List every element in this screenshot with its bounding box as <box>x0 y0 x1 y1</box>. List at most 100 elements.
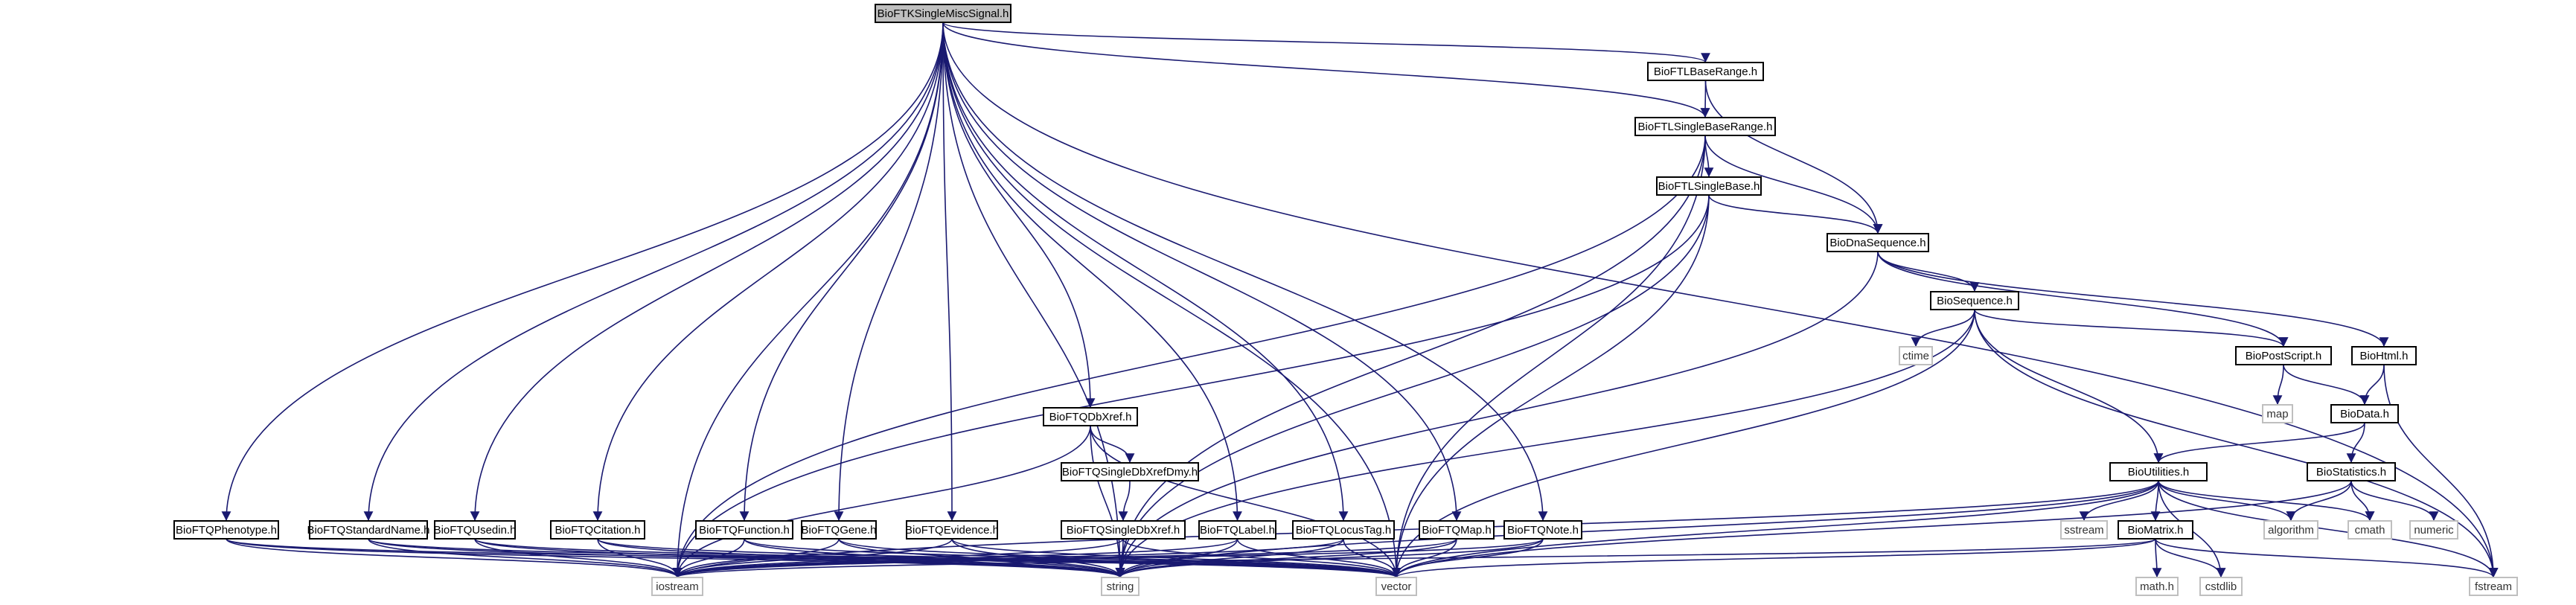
node-usedin[interactable]: BioFTQUsedin.h <box>434 520 517 540</box>
edge-dbxref-to-vector <box>1090 425 1402 578</box>
node-label: math.h <box>2140 580 2174 593</box>
edge-root-to-dbxref <box>942 22 1096 409</box>
node-label: BioMatrix.h <box>2127 524 2183 537</box>
node-citation[interactable]: BioFTQCitation.h <box>550 520 645 540</box>
edge-single_base_range-to-vector <box>1391 135 1706 578</box>
node-single-base-range[interactable]: BioFTLSingleBaseRange.h <box>1634 117 1776 136</box>
node-label: BioFTLBaseRange.h <box>1654 65 1757 78</box>
node-gene[interactable]: BioFTQGene.h <box>801 520 877 540</box>
node-label: algorithm <box>2268 524 2314 537</box>
node-statistics[interactable]: BioStatistics.h <box>2307 462 2396 481</box>
node-note[interactable]: BioFTQNote.h <box>1503 520 1582 540</box>
node-vector: vector <box>1375 577 1417 596</box>
node-label: BioFTQSingleDbXref.h <box>1067 524 1180 537</box>
node-numeric: numeric <box>2409 520 2458 540</box>
node-dbxref[interactable]: BioFTQDbXref.h <box>1043 407 1138 426</box>
edge-evidence-to-iostream <box>672 538 953 578</box>
edge-evidence-to-vector <box>951 538 1402 578</box>
node-box <box>875 4 1011 23</box>
edge-root-to-function <box>739 22 944 522</box>
edge-dna_sequence-to-string <box>1115 251 1879 578</box>
edge-root-to-single_base_range <box>942 22 1710 118</box>
edge-root-to-locustag <box>942 22 1349 522</box>
node-evidence[interactable]: BioFTQEvidence.h <box>905 520 999 540</box>
node-box <box>309 520 428 540</box>
node-data[interactable]: BioData.h <box>2330 404 2399 423</box>
edge-statistics-to-numeric <box>2350 480 2439 522</box>
edge-root-to-phenotype <box>221 22 944 522</box>
edge-matrix-to-vector <box>1392 538 2156 578</box>
edge-statistics-to-vector <box>1391 480 2352 578</box>
node-single-base[interactable]: BioFTLSingleBase.h <box>1656 176 1762 196</box>
node-matrix[interactable]: BioMatrix.h <box>2118 520 2193 540</box>
node-label: BioFTQMap.h <box>1422 524 1491 537</box>
node-box <box>1503 520 1582 540</box>
node-single-dbxref[interactable]: BioFTQSingleDbXref.h <box>1061 520 1186 540</box>
node-qmap[interactable]: BioFTQMap.h <box>1419 520 1495 540</box>
edge-single_base_range-to-dna_sequence <box>1704 135 1883 234</box>
node-box <box>1634 117 1776 136</box>
edge-phenotype-to-string <box>226 538 1125 578</box>
node-root[interactable]: BioFTKSingleMiscSignal.h <box>875 4 1011 23</box>
node-label: vector <box>1381 580 1412 593</box>
node-html[interactable]: BioHtml.h <box>2351 346 2417 365</box>
node-label: BioFTQSingleDbXrefDmy.h <box>1062 466 1198 478</box>
node-label: cmath <box>2355 524 2385 537</box>
node-algorithm: algorithm <box>2263 520 2318 540</box>
node-label: BioStatistics.h <box>2316 466 2386 478</box>
edge-utilities-to-cmath <box>2158 480 2375 522</box>
node-label: BioFTQLocusTag.h <box>1296 524 1391 537</box>
edge-data-to-utilities <box>2153 422 2365 464</box>
node-box <box>651 577 703 596</box>
edge-matrix-to-iostream <box>673 538 2156 578</box>
node-box <box>2351 346 2417 365</box>
node-label: BioFTQDbXref.h <box>1049 411 1132 423</box>
node-standard-name[interactable]: BioFTQStandardName.h <box>307 520 430 540</box>
edge-single_dbxref_dmy-to-single_dbxref <box>1118 480 1131 522</box>
node-box <box>1930 291 2019 310</box>
node-box <box>1043 407 1138 426</box>
edge-gene-to-string <box>838 538 1125 578</box>
node-label: BioDnaSequence.h <box>1829 237 1925 249</box>
node-box <box>2330 404 2399 423</box>
edge-matrix-to-cstdlib <box>2155 538 2226 578</box>
node-label: BioFTQPhenotype.h <box>176 524 277 537</box>
node-single-dbxref-dmy[interactable]: BioFTQSingleDbXrefDmy.h <box>1061 462 1199 481</box>
node-box <box>2135 577 2179 596</box>
node-iostream: iostream <box>651 577 703 596</box>
edge-locustag-to-iostream <box>672 538 1344 578</box>
node-box <box>2060 520 2108 540</box>
edge-dbxref-to-single_dbxref_dmy <box>1090 425 1135 464</box>
node-sequence[interactable]: BioSequence.h <box>1930 291 2019 310</box>
node-label: BioFTQEvidence.h <box>905 524 999 537</box>
node-label: BioUtilities.h <box>2128 466 2190 478</box>
node-phenotype[interactable]: BioFTQPhenotype.h <box>173 520 279 540</box>
node-label: cstdlib <box>2205 580 2237 593</box>
edge-label-to-iostream <box>672 538 1239 578</box>
edge-single_base-to-dna_sequence <box>1708 194 1883 234</box>
dependency-edges <box>221 22 2499 578</box>
edge-root-to-iostream <box>672 22 944 578</box>
node-label: iostream <box>656 580 699 593</box>
node-label: map <box>2266 408 2288 420</box>
node-dna-sequence[interactable]: BioDnaSequence.h <box>1826 233 1929 252</box>
node-box <box>1647 62 1764 81</box>
edge-dna_sequence-to-html <box>1877 251 2389 348</box>
node-label: BioFTQUsedin.h <box>434 524 517 537</box>
edge-single_base-to-vector <box>1391 194 1710 578</box>
node-cstdlib: cstdlib <box>2199 577 2243 596</box>
edge-statistics-to-algorithm <box>2286 480 2352 522</box>
node-postscript[interactable]: BioPostScript.h <box>2235 346 2332 365</box>
node-label[interactable]: BioFTQLabel.h <box>1198 520 1276 540</box>
node-label: ctime <box>1902 350 1929 362</box>
node-function[interactable]: BioFTQFunction.h <box>695 520 793 540</box>
node-map: map <box>2262 404 2293 423</box>
node-utilities[interactable]: BioUtilities.h <box>2109 462 2208 481</box>
node-base-range[interactable]: BioFTLBaseRange.h <box>1647 62 1764 81</box>
edge-citation-to-string <box>597 538 1125 578</box>
edge-postscript-to-map <box>2272 364 2284 406</box>
node-locustag[interactable]: BioFTQLocusTag.h <box>1292 520 1395 540</box>
node-label: BioFTQGene.h <box>802 524 877 537</box>
edge-gene-to-iostream <box>672 538 840 578</box>
node-box <box>1101 577 1140 596</box>
